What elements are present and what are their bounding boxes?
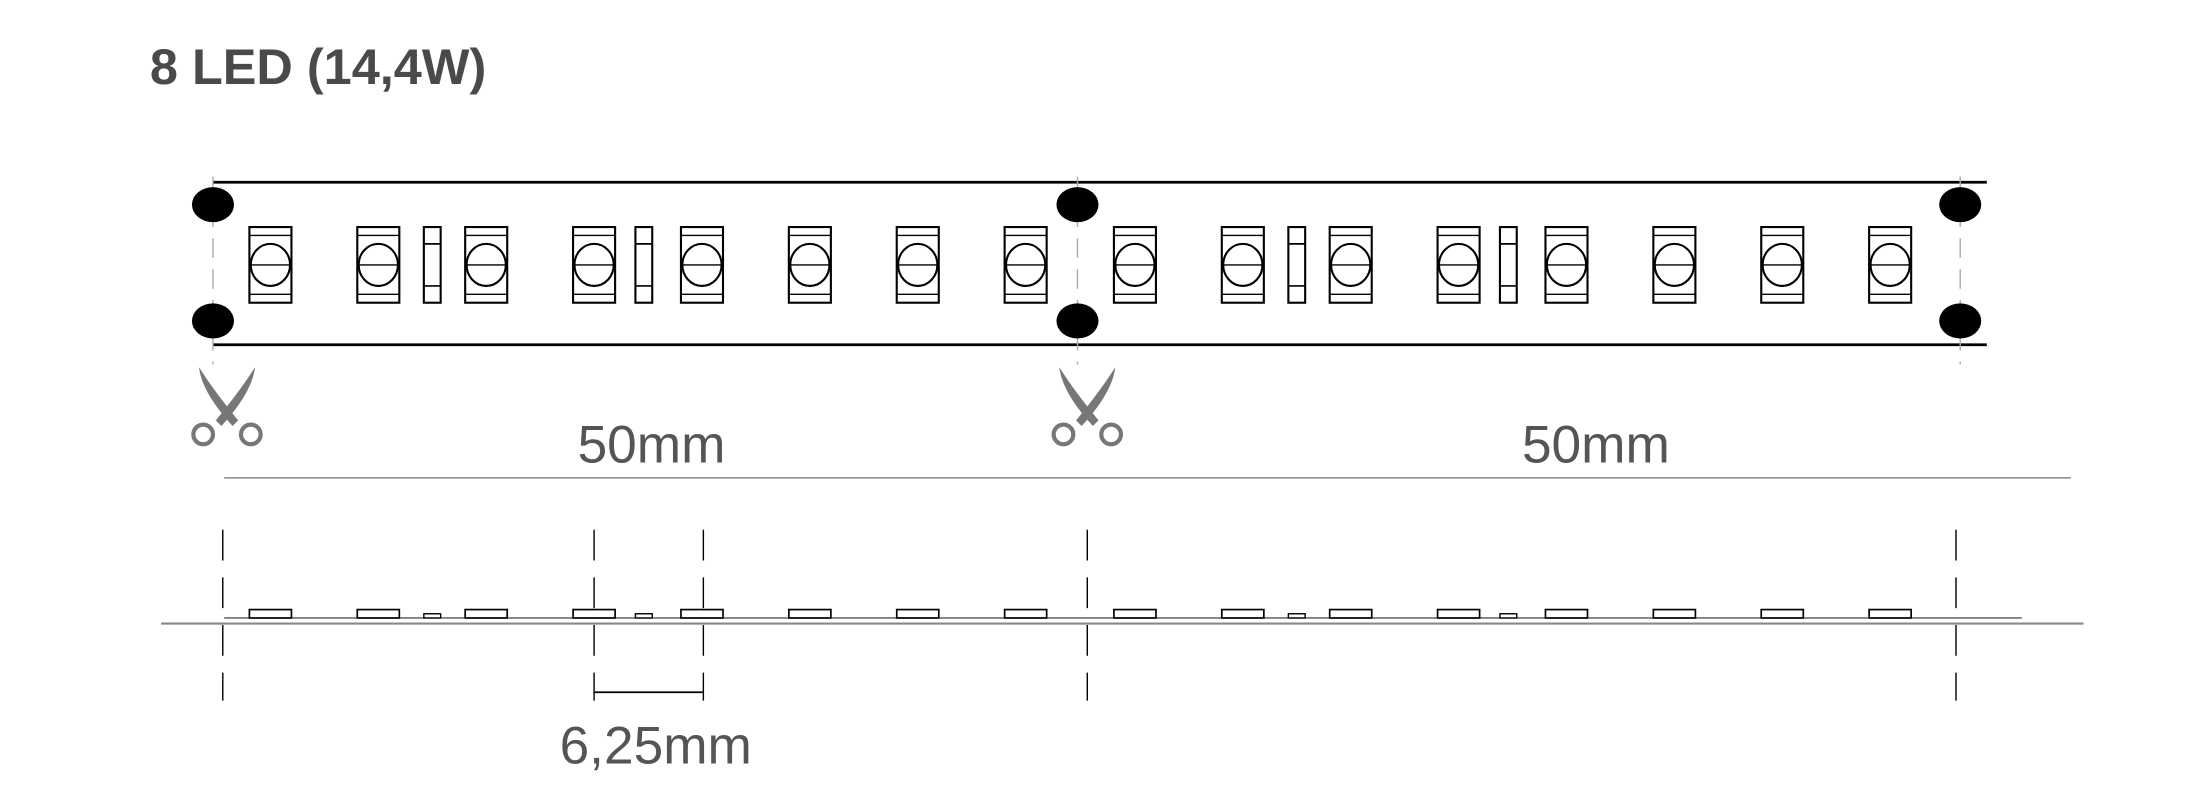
led-chip bbox=[356, 226, 401, 304]
led-body bbox=[1652, 226, 1697, 304]
scissors-blade bbox=[1076, 367, 1116, 427]
strip-side-view bbox=[161, 529, 2084, 701]
resistor-body bbox=[422, 226, 442, 304]
led-chip bbox=[1868, 226, 1913, 304]
led-chip bbox=[1003, 226, 1048, 304]
led-side bbox=[1328, 608, 1373, 619]
led-side bbox=[1003, 608, 1048, 619]
led-chip bbox=[1328, 226, 1373, 304]
led-body bbox=[1868, 226, 1913, 304]
resistor-side bbox=[634, 613, 653, 619]
solder-pad-icon bbox=[1939, 187, 1982, 223]
led-side bbox=[1652, 608, 1697, 619]
led-body bbox=[1220, 226, 1265, 304]
pitch-label: 6,25mm bbox=[560, 717, 752, 776]
scissors-blade bbox=[215, 367, 256, 427]
led-side bbox=[1544, 608, 1589, 619]
solder-pad-icon bbox=[191, 187, 234, 223]
led-body bbox=[1436, 226, 1481, 304]
led-side bbox=[356, 608, 401, 619]
led-side bbox=[680, 608, 724, 619]
resistor-body bbox=[634, 226, 654, 304]
led-chip bbox=[679, 226, 725, 304]
led-body bbox=[679, 226, 725, 304]
led-body bbox=[1328, 226, 1373, 304]
led-body bbox=[1003, 226, 1048, 304]
led-body bbox=[895, 226, 940, 304]
led-chip bbox=[572, 226, 617, 304]
led-chip bbox=[787, 226, 832, 304]
led-side bbox=[464, 608, 509, 619]
resistor bbox=[1287, 226, 1307, 304]
led-body bbox=[464, 226, 509, 304]
led-side bbox=[248, 608, 293, 619]
led-side bbox=[1220, 608, 1265, 619]
resistor-side bbox=[1287, 613, 1306, 619]
led-body bbox=[787, 226, 832, 304]
led-chip bbox=[248, 226, 293, 304]
solder-pad-icon bbox=[1056, 303, 1099, 339]
led-chip bbox=[464, 226, 509, 304]
led-body bbox=[1112, 226, 1157, 304]
resistor-body bbox=[1498, 226, 1518, 304]
led-chip bbox=[1112, 226, 1157, 304]
resistor-side bbox=[423, 613, 442, 619]
led-chip bbox=[1760, 226, 1805, 304]
resistor bbox=[422, 226, 442, 304]
led-body bbox=[572, 226, 617, 304]
led-body bbox=[248, 226, 293, 304]
scissors-handle bbox=[238, 422, 263, 447]
led-side bbox=[1760, 608, 1805, 619]
led-body bbox=[356, 226, 401, 304]
led-side bbox=[1868, 608, 1913, 619]
scissors-handle bbox=[1099, 422, 1124, 447]
led-side bbox=[895, 608, 940, 619]
led-side bbox=[572, 608, 616, 619]
solder-pad-icon bbox=[1056, 187, 1099, 223]
led-body bbox=[1760, 226, 1805, 304]
resistor-body bbox=[1287, 226, 1307, 304]
led-body bbox=[1544, 226, 1589, 304]
resistor-side bbox=[1499, 613, 1518, 619]
resistor bbox=[634, 226, 654, 304]
scissors-handle bbox=[191, 422, 216, 447]
led-side bbox=[788, 608, 832, 619]
diagram-title: 8 LED (14,4W) bbox=[150, 38, 486, 95]
led-chip bbox=[1436, 226, 1481, 304]
strip-top-view bbox=[191, 176, 1987, 365]
led-side bbox=[1436, 608, 1481, 619]
led-side bbox=[1113, 608, 1157, 619]
solder-pad-icon bbox=[1939, 303, 1982, 339]
led-chip bbox=[1544, 226, 1589, 304]
solder-pad-icon bbox=[191, 303, 234, 339]
scissors-handle bbox=[1051, 422, 1076, 447]
led-chip bbox=[1220, 226, 1265, 304]
scissors-icon bbox=[1051, 367, 1124, 447]
led-chip bbox=[1652, 226, 1697, 304]
segment-length-label: 50mm bbox=[1522, 415, 1670, 474]
led-chip bbox=[895, 226, 940, 304]
resistor bbox=[1498, 226, 1518, 304]
segment-length-label: 50mm bbox=[578, 415, 726, 474]
scissors-icon bbox=[191, 367, 263, 447]
